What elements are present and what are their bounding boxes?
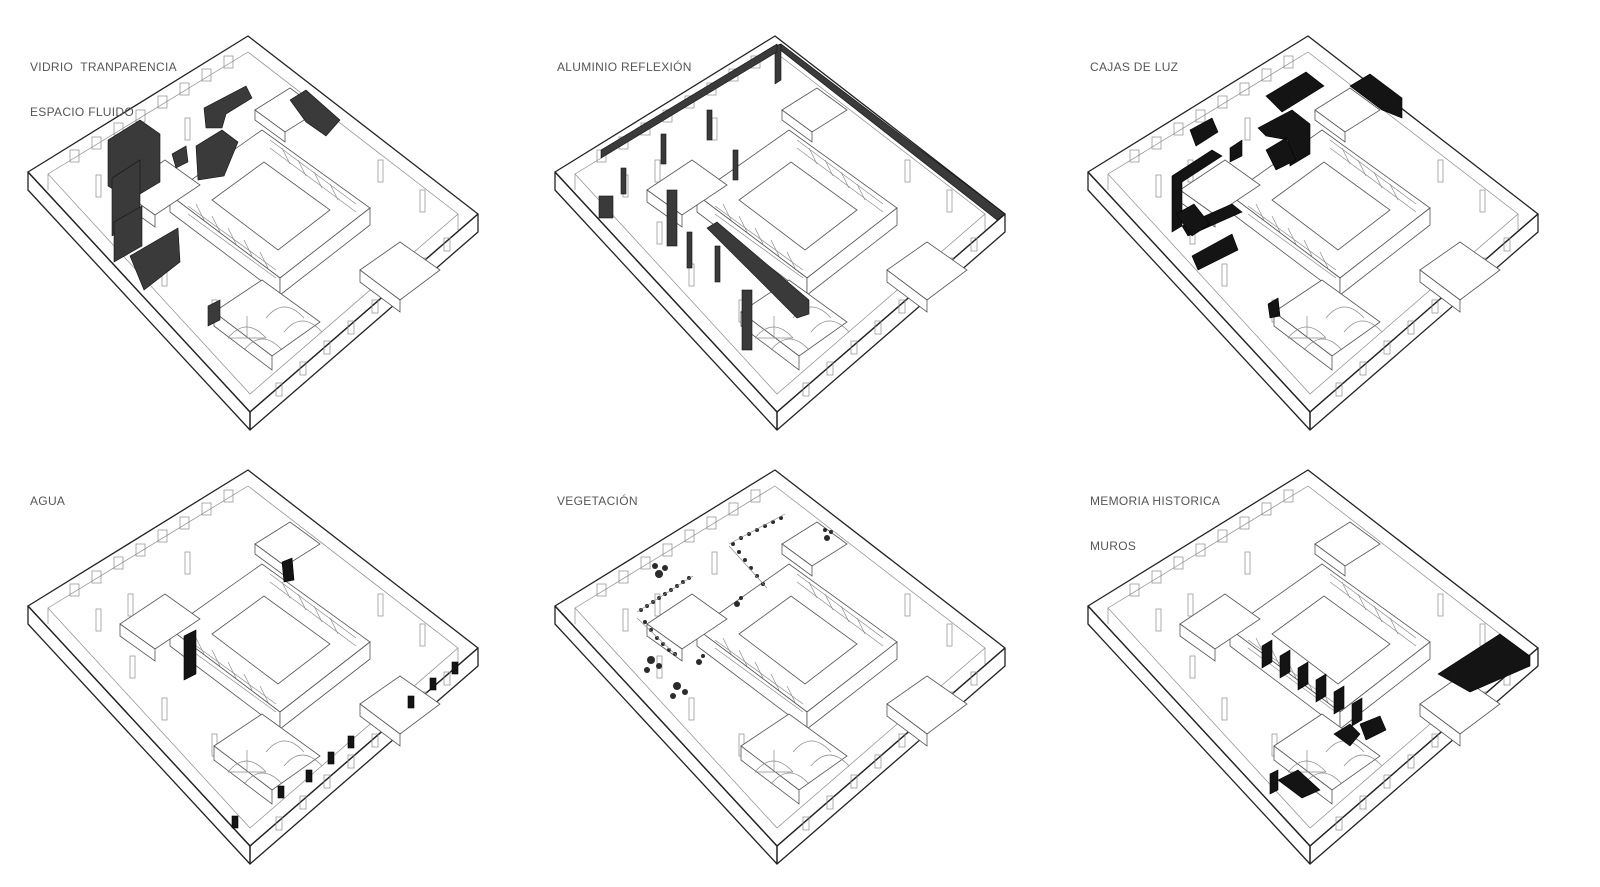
- axonometric-drawing: [27, 35, 479, 431]
- panel-aluminio: ALUMINIO REFLEXIÓN: [527, 0, 1060, 443]
- panel-vegetacion: VEGETACIÓN: [527, 434, 1060, 877]
- axonometric-drawing: [554, 35, 1006, 431]
- axonometric-drawing: [1087, 469, 1539, 865]
- panel-label: VEGETACIÓN: [557, 494, 638, 508]
- historic-walls-highlight: [1261, 633, 1531, 799]
- axonometric-drawing: [554, 469, 1006, 865]
- vegetation-highlight: [636, 513, 833, 699]
- axonometric-drawing: [27, 469, 479, 865]
- panel-label: AGUA: [30, 494, 66, 508]
- lightbox-highlight: [1171, 71, 1403, 319]
- panel-label: MEMORIA HISTORICA MUROS: [1090, 494, 1221, 553]
- panel-memoria: MEMORIA HISTORICA MUROS: [1060, 434, 1593, 877]
- panel-label: ALUMINIO REFLEXIÓN: [557, 60, 692, 74]
- aluminium-highlight: [598, 43, 1006, 351]
- glass-highlight: [107, 85, 341, 327]
- panel-label: VIDRIO TRANPARENCIA ESPACIO FLUIDO: [30, 60, 177, 119]
- water-highlight: [183, 557, 459, 829]
- panel-label: CAJAS DE LUZ: [1090, 60, 1179, 74]
- panel-cajas: CAJAS DE LUZ: [1060, 0, 1593, 443]
- panel-vidrio: VIDRIO TRANPARENCIA ESPACIO FLUIDO: [0, 0, 533, 443]
- axonometric-drawing: [1087, 35, 1539, 431]
- panel-agua: AGUA: [0, 434, 533, 877]
